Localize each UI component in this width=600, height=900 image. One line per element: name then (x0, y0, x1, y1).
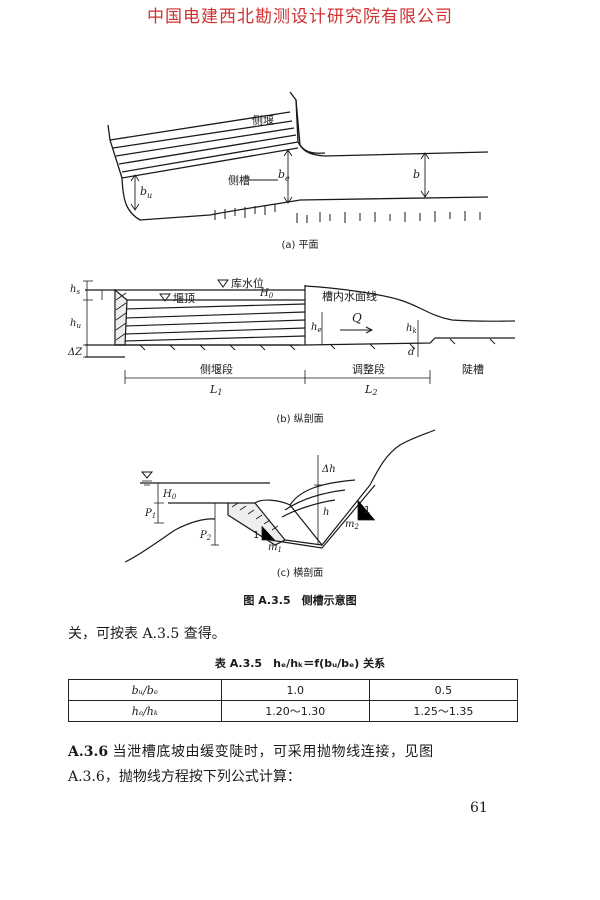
p1-label: P1 (144, 508, 156, 520)
clause-number: A.3.6 (68, 744, 109, 760)
relation-table: bᵤ/bₑ 1.0 0.5 hₑ/hₖ 1.20～1.30 1.25～1.35 (68, 679, 519, 722)
table-cell: hₑ/hₖ (68, 700, 222, 722)
paragraph-1: 关，可按表 A.3.5 查得。 (68, 626, 226, 642)
l1-label: L1 (209, 383, 222, 397)
table-cell: 1.25～1.35 (368, 700, 519, 722)
table-row: hₑ/hₖ 1.20～1.30 1.25～1.35 (68, 700, 519, 722)
hk-label: hk (406, 323, 417, 335)
paragraph-2: A.3.6 当泄槽底坡由缓变陡时，可采用抛物线连接，见图 A.3.6，抛物线方程… (68, 740, 528, 790)
he-label: he (311, 322, 322, 334)
d-label: d (408, 347, 414, 358)
profile-caption: (b) 纵剖面 (276, 414, 324, 425)
table-cell: bᵤ/bₑ (68, 679, 222, 701)
delta-h-label: Δh (321, 464, 336, 475)
cross-h0-label: H0 (162, 489, 177, 501)
cross-section-figure: H0 P1 P2 Δh h 1 1 m1 m2 (124, 429, 436, 563)
cross-caption: (c) 横剖面 (276, 568, 324, 579)
weir-crest-label: 堰顶 (173, 292, 195, 305)
segment-chute: 陡槽 (462, 363, 484, 376)
segment-side-weir: 侧堰段 (200, 362, 233, 376)
cross-h-label: h (323, 507, 329, 518)
figure-title: 图 A.3.5 侧槽示意图 (243, 594, 357, 607)
paragraph-2-line-2: A.3.6，抛物线方程按下列公式计算： (68, 769, 301, 785)
hu-label: hu (70, 318, 81, 330)
side-weir-label: 侧堰 (252, 114, 274, 127)
delta-z-label: ΔZ (67, 347, 83, 358)
be-label: be (278, 168, 290, 183)
m2-label: m2 (345, 519, 359, 531)
p2-label: P2 (199, 530, 212, 542)
l2-label: L2 (364, 383, 377, 397)
bu-label: bu (140, 185, 152, 200)
flow-q-label: Q (352, 311, 362, 325)
watermark: 中国电建西北勘测设计研究院有限公司 (147, 7, 453, 27)
m1-label: m1 (268, 542, 282, 554)
reservoir-level-label: 库水位 (231, 276, 264, 290)
slope-one-left: 1 (253, 530, 259, 541)
page-number: 61 (470, 800, 488, 816)
profile-figure: 库水位 堰顶 槽内水面线 Q hs hu H0 he hk ΔZ d 侧堰段 调… (67, 276, 516, 397)
segment-adjust: 调整段 (352, 362, 385, 376)
plan-view-figure: 侧堰 侧槽 bu be b (107, 91, 489, 223)
hs-label: hs (70, 284, 80, 296)
side-channel-label: 侧槽 (228, 174, 250, 187)
table-row: bᵤ/bₑ 1.0 0.5 (68, 679, 519, 701)
table-title: 表 A.3.5 hₑ/hₖ＝f(bᵤ/bₑ) 关系 (214, 657, 386, 670)
b-label: b (413, 168, 420, 181)
table-cell: 1.20～1.30 (220, 700, 370, 722)
table-cell: 0.5 (368, 679, 519, 701)
paragraph-2-line-1: 当泄槽底坡由缓变陡时，可采用抛物线连接，见图 (112, 744, 434, 760)
plan-caption: (a) 平面 (281, 240, 319, 251)
water-line-label: 槽内水面线 (322, 289, 377, 303)
slope-one-right: 1 (364, 505, 370, 516)
table-cell: 1.0 (220, 679, 370, 701)
h0-label: H0 (259, 288, 274, 300)
